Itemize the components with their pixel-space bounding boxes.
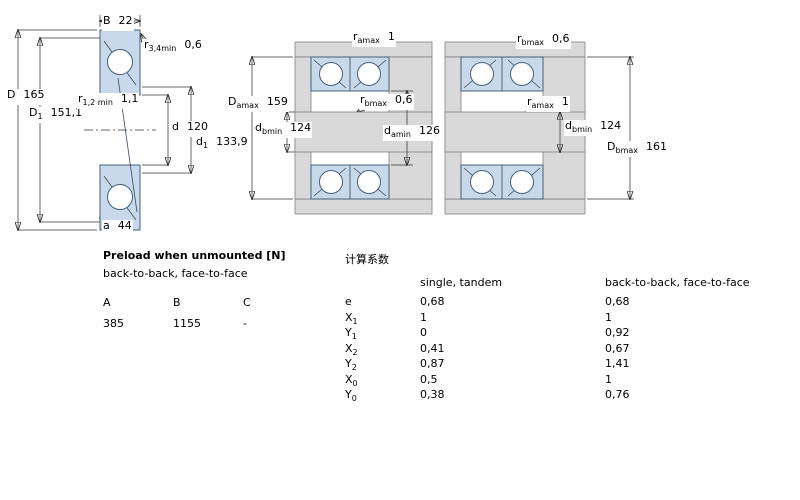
calculation-factors-table: 计算系数 single, tandem back-to-back, face-t… [345, 251, 775, 403]
factors-title: 计算系数 [345, 253, 389, 266]
preload-title: Preload when unmounted [N] [103, 249, 286, 262]
factor-value: 0,38 [420, 388, 445, 401]
factor-row-Y1: Y1 0 0,92 [345, 325, 775, 341]
preload-value-row: 385 1155 - [103, 317, 333, 330]
factor-value: 0,41 [420, 341, 445, 355]
factor-value: 0,5 [420, 372, 438, 386]
factor-value: 0,87 [420, 357, 445, 370]
factor-value: 0,76 [605, 388, 630, 401]
factor-row-Y0: Y0 0,38 0,76 [345, 387, 775, 403]
factor-value: 0,67 [605, 341, 630, 355]
preload-header-row: A B C [103, 296, 333, 309]
preload-value: 1155 [173, 317, 201, 330]
bearing-pair-top [460, 56, 544, 92]
factor-symbol: Y1 [345, 326, 357, 342]
preload-table: Preload when unmounted [N] back-to-back,… [103, 249, 333, 330]
ball-icon [357, 170, 381, 194]
ball-icon [319, 62, 343, 86]
factor-value: 1 [605, 310, 612, 324]
ball-icon [319, 170, 343, 194]
ball-icon [107, 49, 133, 75]
factor-value: 0,92 [605, 326, 630, 339]
factor-value: 0,68 [605, 295, 630, 308]
factor-row-e: e 0,68 0,68 [345, 294, 775, 310]
factor-symbol: Y0 [345, 388, 357, 404]
preload-header: B [173, 296, 181, 309]
factors-header-row: single, tandem back-to-back, face-to-fac… [345, 276, 775, 289]
factor-symbol: X1 [345, 310, 358, 326]
factor-symbol: X2 [345, 341, 358, 357]
preload-header: A [103, 296, 111, 309]
housing-section-bottom [294, 198, 433, 215]
ball-icon [470, 62, 494, 86]
preload-value: 385 [103, 317, 124, 330]
factors-header-single-tandem: single, tandem [420, 276, 503, 289]
left-dimension-lines [18, 15, 191, 230]
bearing-pair-top [310, 56, 390, 92]
factor-value: 0 [420, 326, 427, 339]
factor-value: 1,41 [605, 357, 630, 370]
ball-icon [470, 170, 494, 194]
housing-section-bottom [444, 198, 586, 215]
ball-icon [357, 62, 381, 86]
bearing-section-top [99, 29, 141, 96]
ball-icon [510, 62, 534, 86]
factor-row-X1: X1 1 1 [345, 310, 775, 326]
factors-header-back-to-back: back-to-back, face-to-face [605, 276, 750, 289]
preload-value: - [243, 317, 247, 330]
bearing-section-bottom [99, 164, 141, 231]
preload-header: C [243, 296, 251, 309]
factor-row-Y2: Y2 0,87 1,41 [345, 356, 775, 372]
factor-row-X0: X0 0,5 1 [345, 372, 775, 388]
ball-icon [107, 184, 133, 210]
factors-header-spacer [345, 276, 420, 289]
factor-value: 0,68 [420, 295, 445, 308]
factor-symbol: e [345, 295, 352, 308]
preload-subtitle: back-to-back, face-to-face [103, 267, 248, 280]
bearing-pair-bottom [460, 164, 544, 200]
ball-icon [510, 170, 534, 194]
factor-symbol: Y2 [345, 357, 357, 373]
factor-row-X2: X2 0,41 0,67 [345, 341, 775, 357]
bearing-pair-bottom [310, 164, 390, 200]
factor-value: 1 [420, 310, 427, 324]
factor-value: 1 [605, 372, 612, 386]
factor-symbol: X0 [345, 372, 358, 388]
